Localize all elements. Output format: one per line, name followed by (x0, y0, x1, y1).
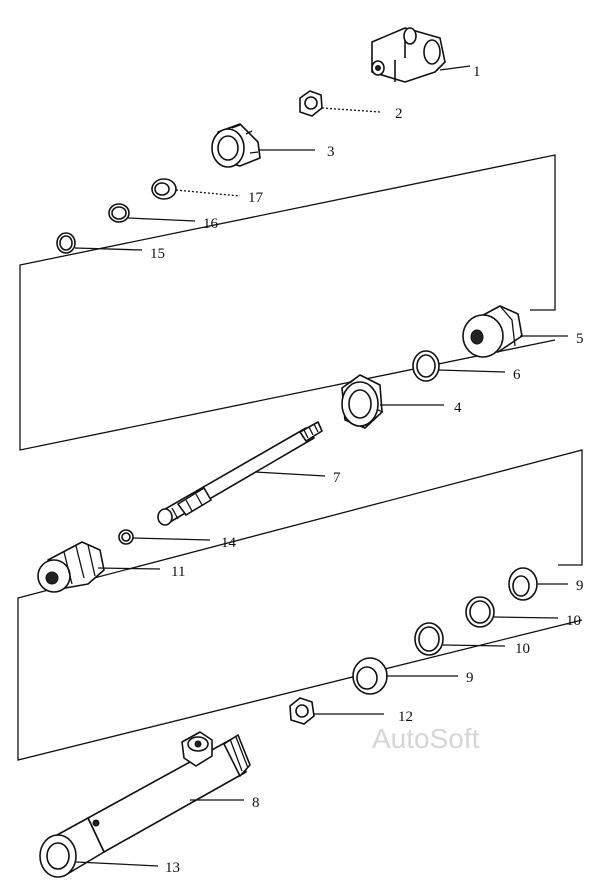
part-3-ring-nut (211, 123, 261, 168)
part-14-oring (118, 529, 134, 545)
watermark: AutoSoft (372, 723, 480, 754)
callout-11: 11 (171, 564, 185, 580)
part-4-ring-nut (341, 374, 384, 429)
part-9-seal-lower (352, 657, 388, 695)
part-6-ring (412, 350, 440, 382)
part-16-ring (108, 203, 130, 223)
callout-10-lower: 10 (515, 641, 530, 657)
callout-5: 5 (576, 331, 584, 347)
callout-6: 6 (513, 367, 521, 383)
leader-lines (74, 65, 568, 867)
part-5-bushing (462, 305, 523, 358)
part-12-nut (289, 697, 315, 725)
callout-1: 1 (473, 64, 481, 80)
part-17-seal (151, 178, 177, 200)
part-15-oring (56, 232, 76, 254)
callout-14: 14 (221, 535, 237, 551)
part-9-seal-upper (508, 567, 538, 601)
part-8-cylinder (39, 731, 251, 878)
callout-9-upper: 9 (576, 578, 584, 594)
callout-15: 15 (150, 246, 165, 262)
part-11-piston (37, 541, 105, 593)
callout-17: 17 (248, 190, 264, 206)
callout-4: 4 (454, 400, 462, 416)
callout-3: 3 (327, 144, 335, 160)
part-7-piston-rod (157, 421, 323, 526)
callout-10-upper: 10 (566, 613, 581, 629)
part-2-nut (299, 90, 323, 117)
group-bracket-lower (17, 449, 583, 761)
callout-2: 2 (395, 106, 403, 122)
group-bracket-upper (19, 154, 556, 451)
callout-13: 13 (165, 860, 180, 876)
callout-16: 16 (203, 216, 219, 232)
part-1-clevis (371, 27, 446, 83)
part-10-ring-lower (414, 622, 444, 656)
callout-7: 7 (333, 470, 341, 486)
callout-8: 8 (252, 795, 260, 811)
callout-9-lower: 9 (466, 670, 474, 686)
callout-12: 12 (398, 709, 413, 725)
part-10-ring-upper (465, 596, 495, 628)
